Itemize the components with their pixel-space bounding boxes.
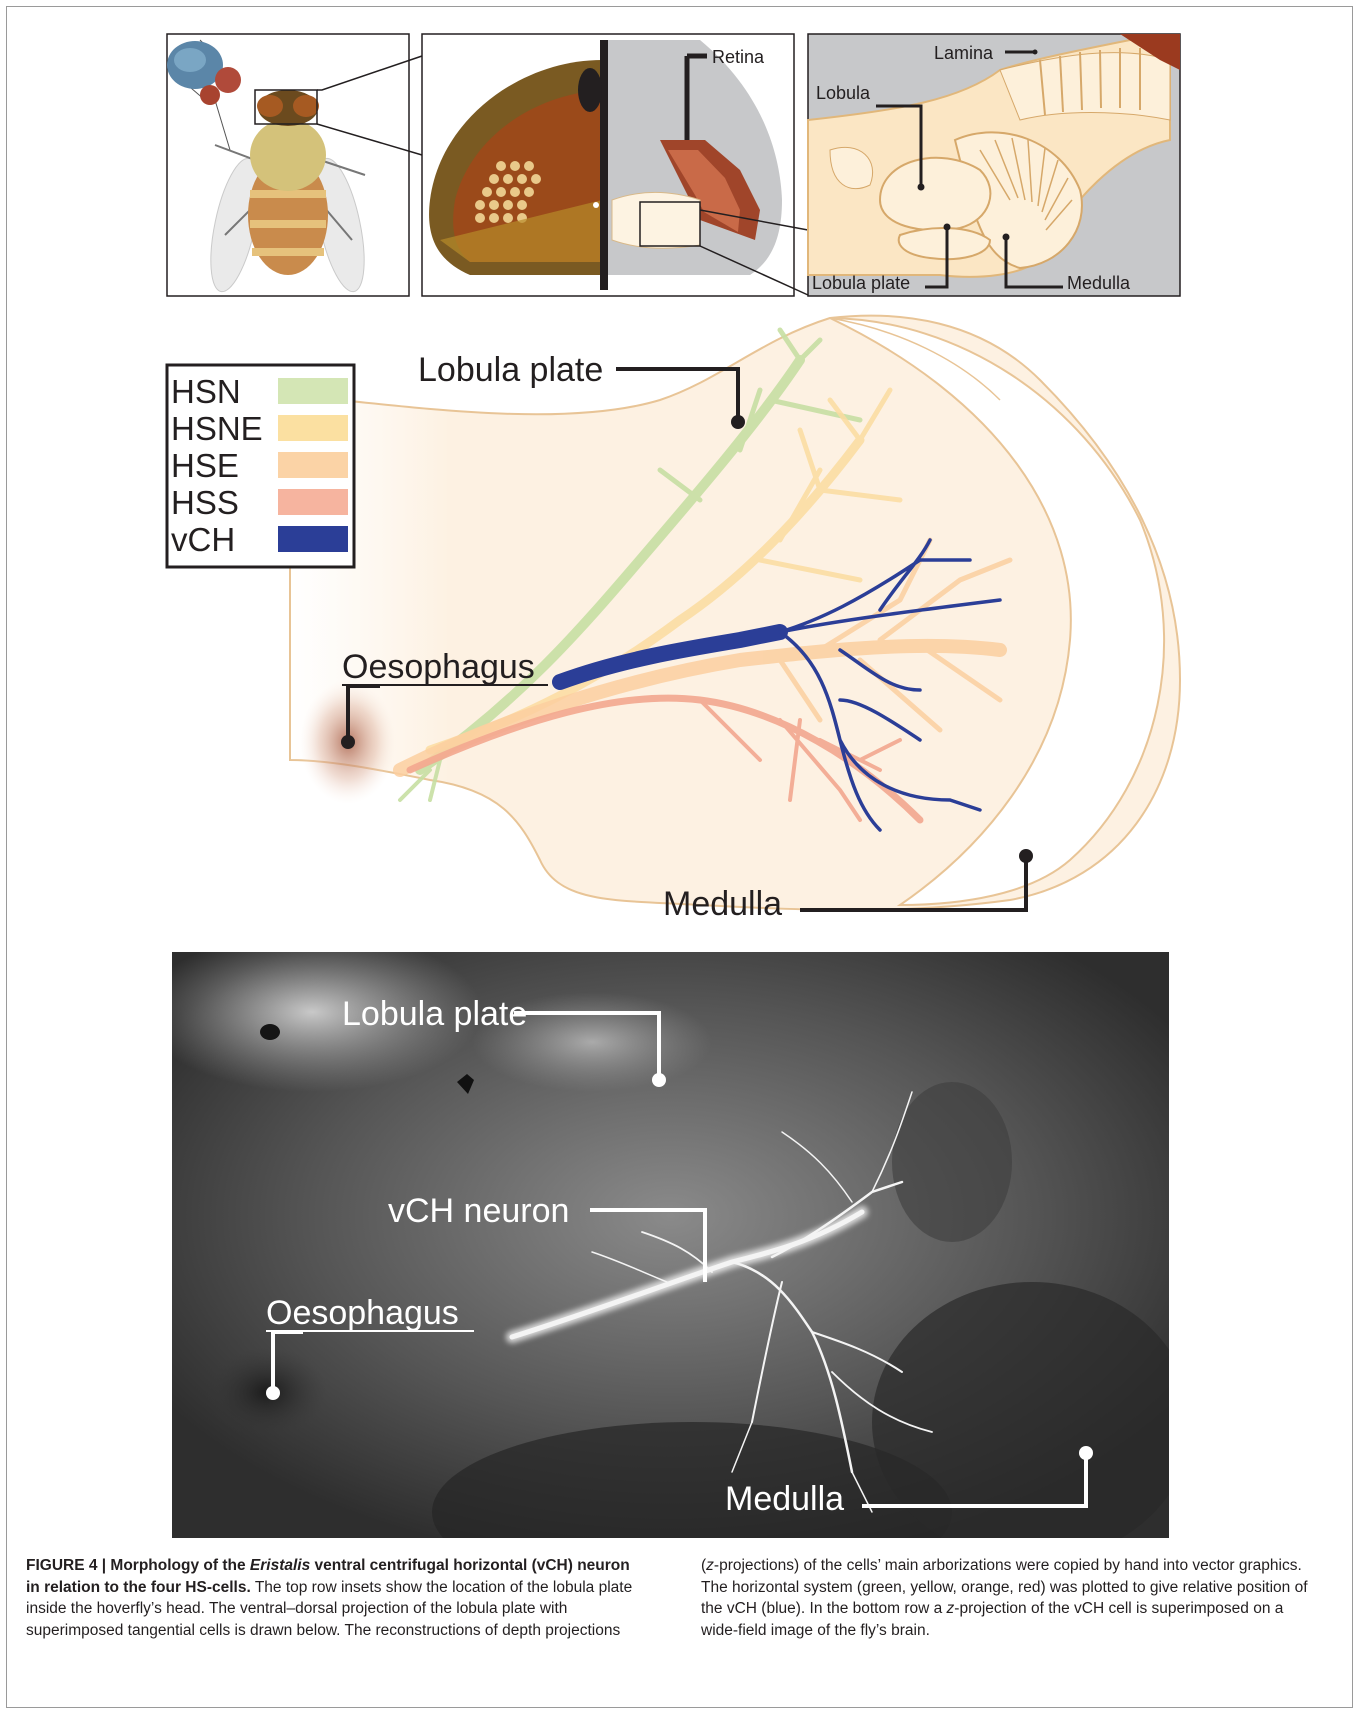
micrograph-medulla-label: Medulla — [725, 1480, 844, 1518]
caption-z-1: z — [706, 1557, 714, 1574]
legend-swatch-hsn — [278, 378, 348, 404]
legend-swatch-hsne — [278, 415, 348, 441]
legend-swatch-hse — [278, 452, 348, 478]
schematic-medulla-label: Medulla — [663, 885, 782, 923]
lobula-plate-schematic: HSN HSNE HSE HSS vCH Lobula plate Oesoph… — [0, 300, 1359, 940]
top-insets: Retina Lamina Lobula Lobula plate — [0, 0, 1359, 310]
wide-field-micrograph: Lobula plate vCH neuron Oesophagus Medul… — [172, 952, 1169, 1538]
inset-medulla-label: Medulla — [1067, 273, 1131, 293]
legend-label-hsn: HSN — [171, 373, 241, 410]
legend-swatch-vch — [278, 526, 348, 552]
schematic-lobula-plate-label: Lobula plate — [418, 351, 603, 389]
legend-label-hsne: HSNE — [171, 410, 263, 447]
retina-label: Retina — [712, 47, 765, 67]
head-section-inset: Retina — [422, 34, 794, 296]
optic-lobe-inset: Lamina Lobula Lobula plate Medulla — [808, 34, 1180, 296]
caption-genus: Eristalis — [250, 1557, 310, 1574]
inset-lobula-plate-label: Lobula plate — [812, 273, 910, 293]
legend-label-hse: HSE — [171, 447, 239, 484]
legend-swatch-hss — [278, 489, 348, 515]
micrograph-lobula-plate-label: Lobula plate — [342, 995, 527, 1033]
schematic-oesophagus-label: Oesophagus — [342, 648, 535, 686]
micrograph-oesophagus-label: Oesophagus — [266, 1294, 459, 1332]
caption-column-right: (z-projections) of the cells’ main arbor… — [701, 1555, 1321, 1641]
cell-legend: HSN HSNE HSE HSS vCH — [167, 365, 354, 567]
lobula-label: Lobula — [816, 83, 871, 103]
caption-figure-label: FIGURE 4 | Morphology of the — [26, 1557, 246, 1574]
legend-label-vch: vCH — [171, 521, 235, 558]
micrograph-vch-neuron-label: vCH neuron — [388, 1192, 569, 1230]
legend-label-hss: HSS — [171, 484, 239, 521]
caption-column-left: FIGURE 4 | Morphology of the Eristalis v… — [26, 1555, 646, 1641]
lamina-label: Lamina — [934, 43, 994, 63]
